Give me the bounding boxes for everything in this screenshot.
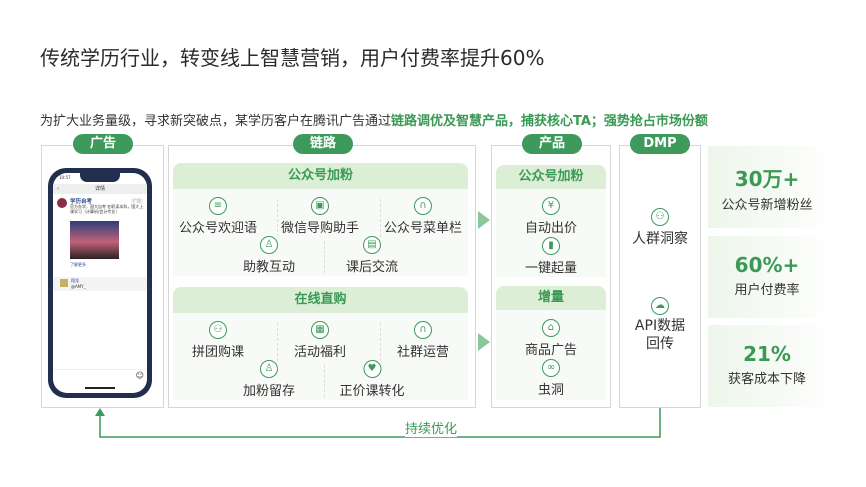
- link-item[interactable]: ♙加粉留存: [243, 360, 295, 399]
- phone-header-title: 详情: [94, 186, 105, 192]
- link-item[interactable]: ≡公众号欢迎语: [179, 197, 257, 236]
- list-icon: ≡: [208, 197, 227, 215]
- product-item[interactable]: ▮一键起量: [525, 237, 577, 276]
- panel-title: 公众号加粉: [496, 165, 606, 189]
- phone-notch: [80, 173, 120, 182]
- stat-label: 用户付费率: [734, 283, 800, 298]
- subtitle-highlight: 链路调优及智慧产品，捕获核心TA；强势抢占市场份额: [391, 114, 708, 129]
- stat-value: 60%+: [734, 253, 800, 277]
- gift-icon: ▦: [310, 321, 329, 339]
- ad-label: 广告: [73, 134, 133, 154]
- loop-label: 持续优化: [405, 418, 458, 437]
- emoji-icon[interactable]: ☺: [135, 371, 144, 380]
- link-item[interactable]: ▣微信导购助手: [281, 197, 359, 236]
- teacher-icon: ♙: [259, 236, 278, 254]
- link-item[interactable]: ♥正价课转化: [339, 360, 405, 399]
- product-panel-fans: 公众号加粉 ¥自动出价 ▮一键起量: [496, 165, 606, 277]
- chat-icon: ▤: [362, 236, 381, 254]
- stat-card: 60%+ 用户付费率: [708, 236, 826, 318]
- arrow-right-icon: [478, 211, 490, 229]
- ad-text: 官方办学，国大自考 在职读本科，国大上课学习（计算机/会计专业）: [70, 204, 144, 214]
- stat-value: 30万+: [734, 167, 800, 191]
- product-item[interactable]: ∞虫洞: [538, 359, 564, 398]
- stat-label: 公众号新增粉丝: [721, 198, 813, 213]
- stat-value: 21%: [743, 342, 791, 366]
- link-item[interactable]: ▦活动福利: [294, 321, 346, 360]
- ad-image[interactable]: [70, 221, 119, 259]
- link-item[interactable]: ∩社群运营: [397, 321, 449, 360]
- link-item[interactable]: ♙助教互动: [243, 236, 295, 275]
- group-icon: ⚇: [208, 321, 227, 339]
- comment-avatar: [60, 279, 68, 287]
- comment-text: @AMY_: [71, 284, 86, 289]
- link-label: 链路: [293, 134, 353, 154]
- comment-input[interactable]: ☺: [53, 369, 147, 381]
- link-item[interactable]: ∩公众号菜单栏: [384, 197, 462, 236]
- page-title: 传统学历行业，转变线上智慧营销，用户付费率提升60%: [40, 46, 545, 70]
- account-name: 学历自考: [70, 199, 93, 205]
- ad-tag: 广告: [131, 198, 143, 204]
- stat-label: 获客成本下降: [727, 372, 806, 387]
- product-item[interactable]: ⌂商品广告: [525, 319, 577, 358]
- back-icon[interactable]: ‹: [57, 186, 59, 192]
- cloud-icon: ☁: [651, 297, 669, 315]
- bag-icon: ⌂: [541, 319, 560, 337]
- panel-title: 增量: [496, 286, 606, 310]
- phone-header: ‹ 详情: [53, 184, 147, 194]
- product-panel-increment: 增量 ⌂商品广告 ∞虫洞: [496, 286, 606, 400]
- subtitle: 为扩大业务量级，寻求新突破点，某学历客户在腾讯广告通过链路调优及智慧产品，捕获核…: [40, 110, 708, 129]
- product-item[interactable]: ¥自动出价: [525, 197, 577, 236]
- handshake-icon: ♥: [362, 360, 381, 378]
- phone-mockup: 10:57 ‹ 详情 学历自考 广告 官方办学，国大自考 在职读本科，国大上课学习…: [48, 168, 152, 398]
- account-avatar: [57, 198, 67, 208]
- people-icon: ⚇: [651, 208, 669, 226]
- comment-row: 翔龙 @AMY_: [53, 277, 147, 291]
- dmp-section: [619, 145, 701, 408]
- wormhole-icon: ∞: [541, 359, 560, 377]
- panel-title: 公众号加粉: [173, 163, 468, 189]
- dmp-label: DMP: [630, 134, 690, 154]
- user-icon: ♙: [259, 360, 278, 378]
- stat-card: 21% 获客成本下降: [708, 325, 826, 407]
- headset-icon: ∩: [413, 197, 432, 215]
- home-indicator: [85, 387, 115, 389]
- headset-icon: ∩: [413, 321, 432, 339]
- arrow-up-icon: [95, 408, 105, 416]
- comment-name: 翔龙: [71, 278, 79, 283]
- link-panel-fans: 公众号加粉 ≡公众号欢迎语 ▣微信导购助手 ∩公众号菜单栏 ♙助教互动 ▤课后交…: [173, 163, 468, 276]
- link-item[interactable]: ▤课后交流: [346, 236, 398, 275]
- phone-time: 10:57: [59, 175, 71, 180]
- yuan-icon: ¥: [541, 197, 560, 215]
- learn-more-link[interactable]: 了解更多: [70, 262, 86, 267]
- guide-icon: ▣: [310, 197, 329, 215]
- panel-title: 在线直购: [173, 287, 468, 313]
- link-panel-purchase: 在线直购 ⚇拼团购课 ▦活动福利 ∩社群运营 ♙加粉留存 ♥正价课转化: [173, 287, 468, 400]
- dmp-item[interactable]: ☁API数据回传: [630, 297, 690, 353]
- bar-chart-icon: ▮: [541, 237, 560, 255]
- subtitle-text: 为扩大业务量级，寻求新突破点，某学历客户在腾讯广告通过: [40, 114, 392, 129]
- product-label: 产品: [522, 134, 582, 154]
- link-item[interactable]: ⚇拼团购课: [192, 321, 244, 360]
- arrow-right-icon: [478, 333, 490, 351]
- dmp-item[interactable]: ⚇人群洞察: [632, 208, 688, 248]
- stat-card: 30万+ 公众号新增粉丝: [708, 146, 826, 228]
